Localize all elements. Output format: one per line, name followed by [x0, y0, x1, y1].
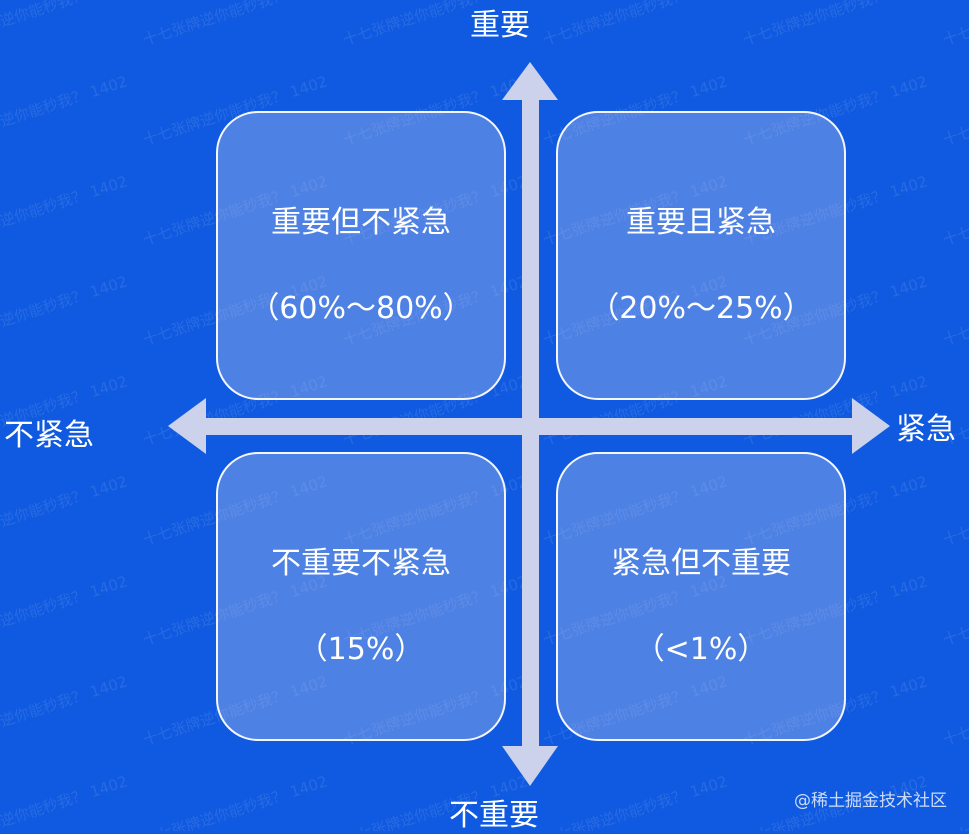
quadrant-not-important-not-urgent: 不重要不紧急 （15%） — [216, 452, 506, 741]
quadrant-percent: （15%） — [297, 632, 425, 667]
quadrant-title: 紧急但不重要 — [611, 546, 791, 581]
quadrant-percent: （60%～80%） — [249, 291, 473, 326]
quadrant-important-not-urgent: 重要但不紧急 （60%～80%） — [216, 111, 506, 400]
quadrant-percent: （<1%） — [634, 632, 768, 667]
quadrant-title: 不重要不紧急 — [271, 546, 451, 581]
quadrant-title: 重要但不紧急 — [271, 205, 451, 240]
quadrant-urgent-not-important: 紧急但不重要 （<1%） — [556, 452, 846, 741]
axis-label-important: 重要 — [470, 8, 530, 43]
site-credit: @稀土掘金技术社区 — [794, 791, 947, 811]
right-arrow-icon — [852, 398, 890, 454]
up-arrow-icon — [502, 62, 558, 100]
axis-label-not-important: 不重要 — [449, 798, 539, 833]
quadrant-percent: （20%～25%） — [589, 291, 813, 326]
axis-label-urgent: 紧急 — [896, 412, 956, 447]
quadrant-important-urgent: 重要且紧急 （20%～25%） — [556, 111, 846, 400]
horizontal-axis-line — [200, 418, 864, 435]
axis-label-not-urgent: 不紧急 — [4, 418, 94, 453]
down-arrow-icon — [502, 746, 558, 786]
left-arrow-icon — [168, 398, 206, 454]
quadrant-title: 重要且紧急 — [626, 205, 776, 240]
